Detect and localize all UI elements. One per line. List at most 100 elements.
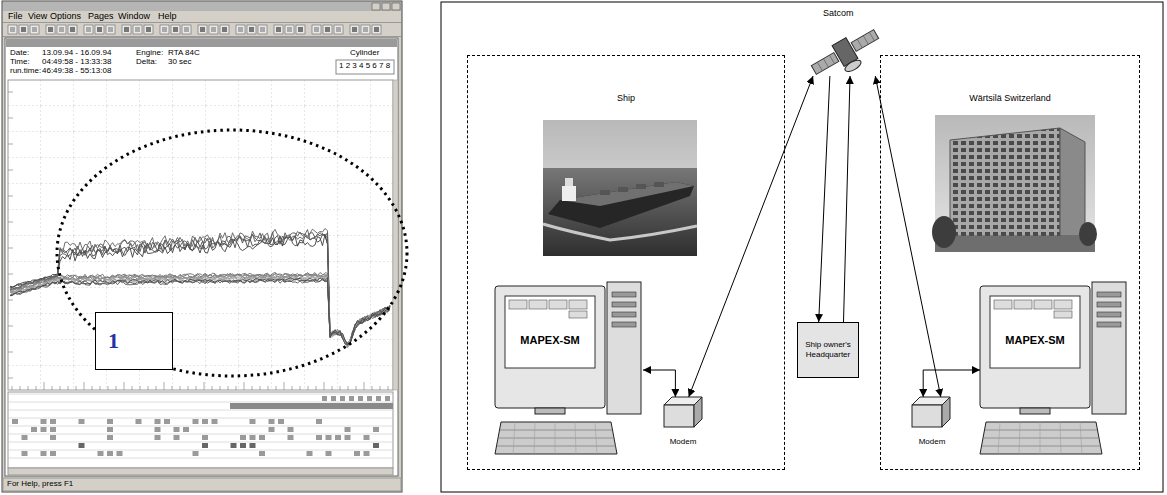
event-strip-part bbox=[345, 427, 351, 432]
toolbar-icons-part bbox=[86, 27, 91, 32]
axis-ticks-part bbox=[8, 326, 13, 327]
modem-icon-part bbox=[912, 405, 942, 427]
text-holder: MAPEX-SM bbox=[505, 296, 595, 368]
toolbar-icons-part bbox=[135, 27, 140, 32]
pc-icon-part bbox=[1097, 322, 1121, 327]
axis-ticks-part bbox=[220, 386, 221, 390]
modem-icon-part bbox=[942, 397, 950, 427]
event-strip-part bbox=[250, 435, 256, 440]
building-photo-part bbox=[1060, 128, 1085, 236]
event-strip-part bbox=[364, 451, 370, 456]
info-field: Date: bbox=[10, 49, 29, 58]
software-screenshot-part bbox=[8, 468, 393, 475]
event-strip-part bbox=[202, 443, 208, 448]
toolbar-icons-part bbox=[70, 27, 75, 32]
toolbar-icons-part bbox=[84, 25, 93, 34]
toolbar-icons-part bbox=[236, 25, 245, 34]
axis-ticks-part bbox=[244, 382, 245, 390]
pc-icon-part bbox=[1034, 300, 1052, 309]
axis-ticks-part bbox=[316, 386, 317, 390]
event-strip-part bbox=[230, 403, 393, 409]
panel-border bbox=[441, 2, 1163, 492]
event-strip-part bbox=[8, 402, 393, 403]
computer: MAPEX-SM bbox=[495, 282, 643, 458]
event-strip-part bbox=[240, 443, 246, 448]
toolbar-icons-part bbox=[258, 25, 267, 34]
axis-ticks-part bbox=[212, 386, 213, 390]
pc-icon bbox=[495, 282, 643, 458]
text-holder: 1 bbox=[108, 328, 119, 354]
event-strip-part bbox=[155, 427, 161, 432]
software-screenshot-part bbox=[393, 80, 398, 390]
pc-icon-part bbox=[495, 286, 605, 408]
ship-photo bbox=[543, 120, 697, 256]
axis-ticks-part bbox=[348, 386, 349, 390]
axis-ticks-part bbox=[164, 382, 165, 390]
toolbar-icons-part bbox=[95, 25, 104, 34]
event-strip-part bbox=[269, 419, 275, 424]
toolbar-icons-part bbox=[372, 25, 381, 34]
event-strip-part bbox=[107, 427, 113, 432]
software-screenshot-part bbox=[3, 478, 401, 491]
ship-photo-part bbox=[543, 224, 697, 240]
toolbar-icons-part bbox=[160, 25, 169, 34]
cylinder-traces-part bbox=[10, 278, 390, 344]
pc-icon-part bbox=[1020, 408, 1050, 414]
text-holder: Modem bbox=[670, 427, 697, 446]
ship-photo-part bbox=[548, 182, 694, 228]
toolbar-icons-part bbox=[48, 27, 53, 32]
info-field: Time: bbox=[10, 58, 30, 67]
connector-arrow bbox=[923, 370, 980, 397]
modem-icon bbox=[912, 397, 952, 427]
axis-ticks-part bbox=[284, 382, 285, 390]
toolbar-icons-part bbox=[124, 27, 129, 32]
event-strip-part bbox=[373, 443, 379, 448]
event-strip-part bbox=[136, 419, 142, 424]
modem-label: Modem bbox=[670, 437, 697, 446]
toolbar-icons-part bbox=[287, 27, 292, 32]
event-strip-part bbox=[231, 443, 237, 448]
pc-icon-part bbox=[1092, 282, 1126, 414]
building-photo-part bbox=[950, 128, 1060, 236]
event-strip-part bbox=[8, 394, 393, 395]
event-strip-part bbox=[50, 419, 56, 424]
modem-icon bbox=[664, 397, 702, 427]
computer: MAPEX-SM bbox=[980, 282, 1128, 458]
cylinder-traces-part bbox=[10, 277, 390, 347]
cylinder-traces-part bbox=[10, 232, 390, 348]
sat-icon-part-part bbox=[843, 58, 863, 74]
pc-icon-part bbox=[569, 300, 587, 309]
pc-icon bbox=[980, 282, 1128, 458]
axis-ticks-part bbox=[292, 386, 293, 390]
event-strip-part bbox=[259, 451, 265, 456]
sat-icon-part-part bbox=[817, 32, 874, 71]
event-strip-part bbox=[164, 419, 170, 424]
event-strip-part bbox=[385, 396, 390, 401]
pc-icon-part bbox=[612, 322, 636, 327]
axis-ticks-part bbox=[8, 300, 13, 301]
event-strip-part bbox=[259, 435, 265, 440]
toolbar-icons-part bbox=[108, 27, 113, 32]
building-photo-part bbox=[935, 236, 1095, 252]
axis-ticks-part bbox=[324, 382, 325, 390]
menu-item: View bbox=[28, 12, 47, 22]
status-text: For Help, press F1 bbox=[7, 480, 73, 489]
axis-ticks-part bbox=[380, 386, 381, 390]
info-value: 46:49:38 - 55:13:08 bbox=[42, 67, 111, 76]
pc-icon-part bbox=[612, 312, 636, 317]
info-field: Engine: bbox=[136, 49, 163, 58]
menu-item: Help bbox=[158, 12, 177, 22]
connector-arrow bbox=[844, 76, 851, 322]
axis-ticks-part bbox=[252, 386, 253, 390]
event-strip-part bbox=[8, 434, 393, 435]
axis-ticks-part bbox=[124, 382, 125, 390]
axis-ticks-part bbox=[372, 386, 373, 390]
menu-item: Options bbox=[50, 12, 81, 22]
building-photo-part bbox=[935, 115, 1095, 252]
axis-ticks-part bbox=[8, 248, 13, 249]
satellite: Satcom bbox=[803, 8, 887, 76]
modem: Modem bbox=[912, 397, 952, 427]
software-screenshot-part bbox=[5, 38, 398, 476]
toolbar-icons-part bbox=[211, 27, 216, 32]
